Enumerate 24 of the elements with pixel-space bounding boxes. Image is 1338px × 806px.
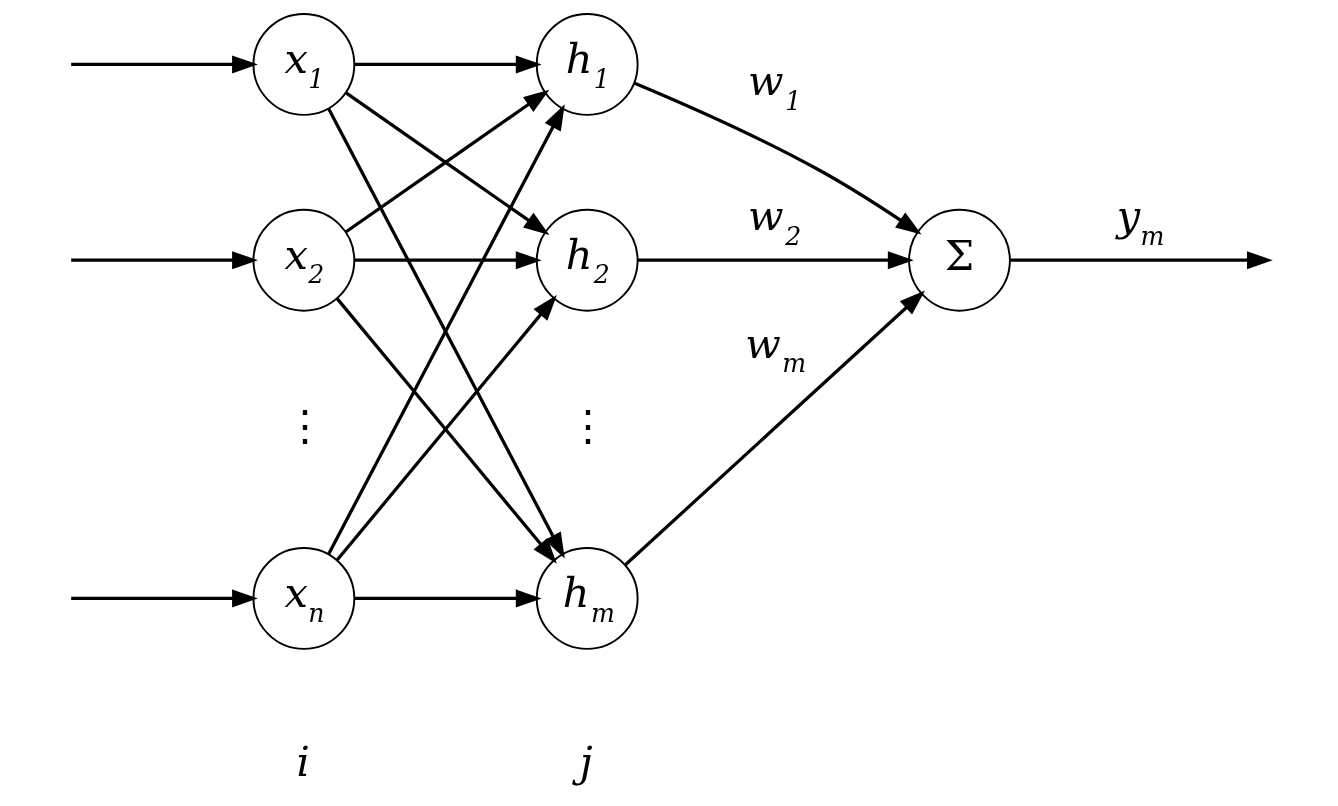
arrow: [354, 251, 542, 270]
arrow: [623, 290, 925, 566]
edge-label: w$_{1}$: [747, 56, 801, 116]
node-circle: x$_{1}$: [251, 13, 355, 116]
node-circle: Σ: [907, 208, 1011, 312]
arrow: [70, 589, 258, 608]
arrow: [633, 81, 922, 235]
node-circle: x$_{n}$: [251, 547, 355, 650]
node-circle: h$_{m}$: [535, 547, 639, 650]
label: i: [295, 737, 310, 787]
arrow: [1009, 251, 1273, 270]
arrow: [637, 251, 914, 270]
label: ⋮: [283, 400, 326, 450]
node-circle: x$_{2}$: [251, 208, 355, 312]
edge-label: w$_{m}$: [744, 318, 806, 379]
arrow: [354, 589, 542, 608]
edge-label: w$_{2}$: [747, 191, 801, 251]
arrow: [70, 55, 258, 74]
arrow: [70, 251, 258, 270]
label: ⋮: [566, 400, 609, 450]
node-circle: h$_{1}$: [535, 13, 639, 116]
arrow: [354, 55, 542, 74]
edge-label: y$_{m}$: [1116, 191, 1164, 251]
node-circle: h$_{2}$: [535, 208, 639, 312]
